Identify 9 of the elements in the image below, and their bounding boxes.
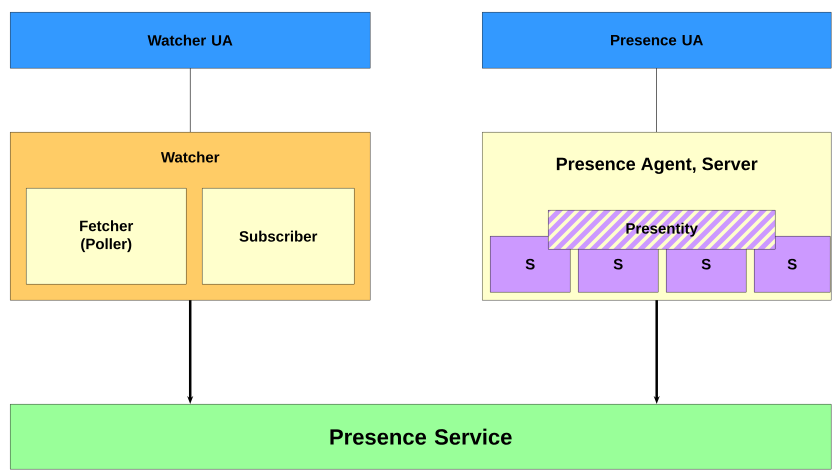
component-box: Fetcher (Poller): [26, 188, 186, 284]
component-box: Subscriber: [202, 188, 354, 284]
s-box: S: [490, 236, 570, 292]
service-box: Presence Service: [10, 404, 832, 470]
header-box: Watcher UA: [10, 12, 370, 68]
s-box: S: [754, 236, 830, 292]
connector-line: [190, 68, 191, 132]
header-box: Presence UA: [482, 12, 832, 68]
connector-line: [656, 68, 657, 132]
